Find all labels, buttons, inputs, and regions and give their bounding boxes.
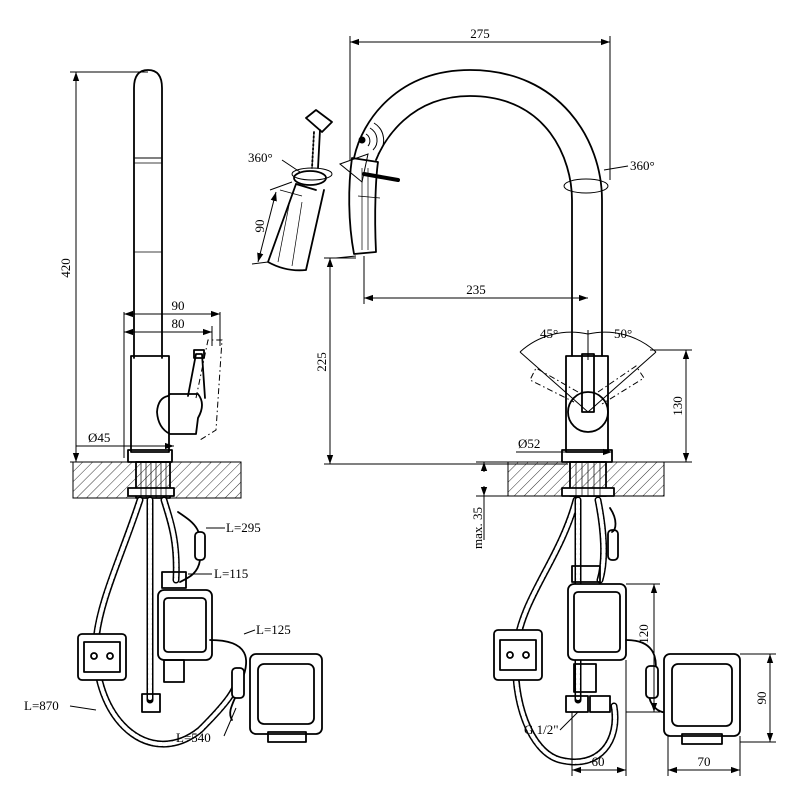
front-gooseneck: [375, 95, 573, 357]
side-view: 420 90 80 Ø45 L=295 L=115 L=125 L=870 L=…: [24, 69, 323, 748]
side-spout: [133, 69, 163, 359]
front-connector: [493, 629, 543, 681]
front-lever-knob: [567, 391, 609, 433]
spray-head-detail: 360° 90: [248, 109, 369, 272]
label-l115: L=115: [214, 566, 248, 581]
dim-45deg: 45°: [540, 326, 558, 341]
side-connector: [77, 633, 127, 681]
label-l295: L=295: [226, 520, 261, 535]
front-battery-box: [663, 653, 741, 737]
side-lever: [156, 393, 203, 435]
dim-225: 225: [314, 352, 329, 372]
label-thread: G 1/2": [524, 722, 559, 737]
dim-90-side: 90: [172, 298, 185, 313]
dim-120: 120: [636, 624, 651, 644]
label-l540: L=540: [176, 730, 211, 745]
dim-50deg: 50°: [614, 326, 632, 341]
dim-dia45: Ø45: [88, 430, 110, 445]
dim-235: 235: [466, 282, 486, 297]
dim-80-side: 80: [172, 316, 185, 331]
dim-360-head: 360°: [248, 150, 273, 165]
dim-275: 275: [470, 26, 490, 41]
side-shank: [135, 461, 171, 499]
dim-70: 70: [698, 754, 711, 769]
dim-90-box: 90: [754, 692, 769, 705]
front-view: 275 360° 235 225 45° 50° 130 Ø52 max. 35: [314, 26, 776, 776]
dim-130: 130: [670, 396, 685, 416]
dim-420: 420: [58, 258, 73, 278]
dim-90-head: 90: [252, 220, 267, 233]
dim-max35: max. 35: [470, 507, 485, 549]
side-valve-box: [157, 589, 213, 661]
sensor-wave-icon: [358, 122, 385, 155]
front-valve-box: [567, 583, 627, 661]
dim-60: 60: [592, 754, 605, 769]
dim-dia52: Ø52: [518, 436, 540, 451]
dim-360-spout: 360°: [630, 158, 655, 173]
side-battery-box: [249, 653, 323, 735]
label-l125: L=125: [256, 622, 291, 637]
front-body: [565, 355, 609, 453]
side-body: [130, 355, 170, 453]
label-l870: L=870: [24, 698, 59, 713]
